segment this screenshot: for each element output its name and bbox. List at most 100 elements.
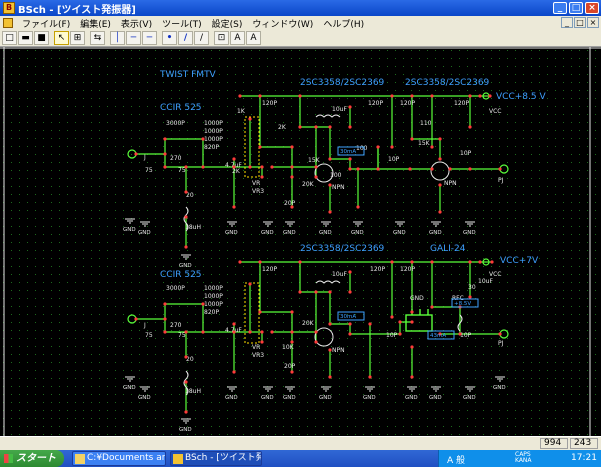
ground-symbol[interactable]: GND — [463, 386, 476, 401]
schematic-label[interactable]: 10P — [386, 332, 398, 339]
schematic-label[interactable]: 1000P — [204, 136, 223, 143]
part-tool-button[interactable]: ⊞ — [70, 31, 85, 45]
schematic-label[interactable]: 15K — [308, 157, 321, 164]
schematic-label[interactable]: 1000P — [204, 120, 223, 127]
start-button[interactable]: スタート — [0, 450, 64, 467]
schematic-label[interactable]: VR — [252, 180, 260, 187]
schematic-label[interactable]: 2SC3358/2SC2369 — [405, 78, 490, 88]
schematic-label[interactable]: 120P — [368, 100, 383, 107]
ground-symbol[interactable]: GND — [405, 386, 418, 401]
ground-symbol[interactable]: GND — [283, 221, 296, 236]
menu-file[interactable]: ファイル(F) — [22, 19, 71, 30]
minimize-button[interactable]: _ — [553, 2, 567, 14]
schematic-label[interactable]: 110 — [420, 120, 432, 127]
maximize-button[interactable]: □ — [569, 2, 583, 14]
schematic-label[interactable]: 1000P — [204, 293, 223, 300]
menu-view[interactable]: 表示(V) — [120, 19, 153, 30]
schematic-label[interactable]: 120P — [400, 266, 415, 273]
schematic-label[interactable]: 1K — [237, 108, 246, 115]
ground-symbol[interactable]: GND — [261, 221, 274, 236]
ground-symbol[interactable]: GND — [319, 386, 332, 401]
schematic-label[interactable]: 10P — [460, 332, 472, 339]
net-label-box[interactable] — [451, 298, 479, 308]
select-tool-button[interactable]: ↖ — [54, 31, 69, 45]
ground-symbol[interactable]: GND — [283, 386, 296, 401]
menu-edit[interactable]: 編集(E) — [80, 19, 111, 30]
schematic-label[interactable]: CCIR 525 — [160, 103, 202, 113]
schematic-label[interactable]: J — [143, 322, 146, 329]
new-file-button[interactable]: □ — [2, 31, 17, 45]
entry-tool-button[interactable]: / — [178, 31, 193, 45]
menu-help[interactable]: ヘルプ(H) — [323, 19, 365, 30]
app-icon[interactable]: B — [3, 2, 15, 14]
comment-tool-button[interactable]: A — [246, 31, 261, 45]
open-file-button[interactable]: ▬ — [18, 31, 33, 45]
schematic-label[interactable]: VR — [252, 344, 260, 351]
taskbar-item-bsch[interactable]: BSch - [ツイスト発振... — [170, 451, 262, 466]
schematic-label[interactable]: 100 — [356, 145, 368, 152]
schematic-label[interactable]: 20P — [284, 363, 296, 370]
taskbar-item-explorer[interactable]: C:¥Documents and S... — [72, 451, 166, 466]
clock[interactable]: 17:21 — [571, 453, 597, 463]
schematic-label[interactable]: 120P — [454, 100, 469, 107]
schematic-label[interactable]: 120P — [262, 100, 277, 107]
net-label-box[interactable] — [337, 311, 365, 321]
schematic-label[interactable]: 10P — [460, 150, 472, 157]
wire-tool-button[interactable]: ─ — [126, 31, 141, 45]
mdi-minimize-button[interactable]: _ — [561, 17, 573, 28]
save-file-button[interactable]: ■ — [34, 31, 49, 45]
transistors[interactable] — [314, 161, 450, 347]
schematic-label[interactable]: 1000P — [204, 285, 223, 292]
schematic-label[interactable]: 2K — [278, 124, 287, 131]
mdi-restore-button[interactable]: □ — [574, 17, 586, 28]
schematic-label[interactable]: 120P — [262, 266, 277, 273]
schematic-label[interactable]: VCC — [489, 271, 501, 278]
schematic-label[interactable]: 3000P — [166, 120, 185, 127]
schematic-label[interactable]: 1000P — [204, 128, 223, 135]
ground-symbol[interactable]: GND — [138, 221, 151, 236]
net-label-box[interactable] — [427, 330, 455, 340]
schematic-label[interactable]: 18uH — [185, 224, 201, 231]
schematic-label[interactable]: J — [143, 154, 146, 161]
schematic-label[interactable]: 120P — [400, 100, 415, 107]
ground-symbol[interactable]: GND — [123, 218, 136, 233]
schematic-label[interactable]: NPN — [444, 180, 457, 187]
schematic-label[interactable]: NPN — [332, 184, 345, 191]
schematic-label[interactable]: 10uF — [332, 271, 347, 278]
schematic-label[interactable]: 75 — [178, 332, 186, 339]
ground-symbol[interactable]: GND — [429, 221, 442, 236]
ground-symbol[interactable]: GND — [363, 386, 376, 401]
ground-symbol[interactable]: GND — [123, 376, 136, 391]
schematic-label[interactable]: 30 — [468, 284, 476, 291]
ground-symbol[interactable]: GND — [225, 386, 238, 401]
schematic-label[interactable]: NPN — [332, 347, 345, 354]
schematic-label[interactable]: 75 — [178, 167, 186, 174]
schematic-label[interactable]: 20K — [302, 181, 315, 188]
ground-symbol[interactable]: GND — [179, 418, 192, 433]
schematic-label[interactable]: 20 — [186, 356, 194, 363]
schematic-label[interactable]: 2K — [232, 168, 241, 175]
schematic-label[interactable]: VCC+7V — [500, 256, 539, 266]
schematic-label[interactable]: 18uH — [185, 388, 201, 395]
schematic-label[interactable]: VCC — [489, 108, 501, 115]
close-button[interactable]: × — [585, 2, 599, 14]
ground-symbol[interactable]: GND — [463, 221, 476, 236]
schematic-label[interactable]: GALI-24 — [430, 244, 466, 254]
schematic-label[interactable]: 820P — [204, 144, 219, 151]
schematic-label[interactable]: 10P — [388, 156, 400, 163]
schematic-label[interactable]: 20 — [186, 192, 194, 199]
schematic-label[interactable]: 1000P — [204, 301, 223, 308]
label-tool-button[interactable]: A — [230, 31, 245, 45]
tag-tool-button[interactable]: ⊡ — [214, 31, 229, 45]
menu-settings[interactable]: 設定(S) — [211, 19, 243, 30]
ground-symbol[interactable]: GND — [493, 376, 506, 391]
schematic-label[interactable]: 2SC3358/2SC2369 — [300, 78, 385, 88]
schematic-label[interactable]: CCIR 525 — [160, 270, 202, 280]
schematic-label[interactable]: 3000P — [166, 285, 185, 292]
mdi-close-button[interactable]: × — [587, 17, 599, 28]
schematic-drawing[interactable]: TWIST FMTV2SC3358/2SC23692SC3358/2SC2369… — [0, 47, 601, 436]
schematic-label[interactable]: 75 — [145, 167, 153, 174]
schematic-label[interactable]: 75 — [145, 332, 153, 339]
ground-symbol[interactable]: GND — [225, 221, 238, 236]
bus-entry-tool-button[interactable]: / — [194, 31, 209, 45]
